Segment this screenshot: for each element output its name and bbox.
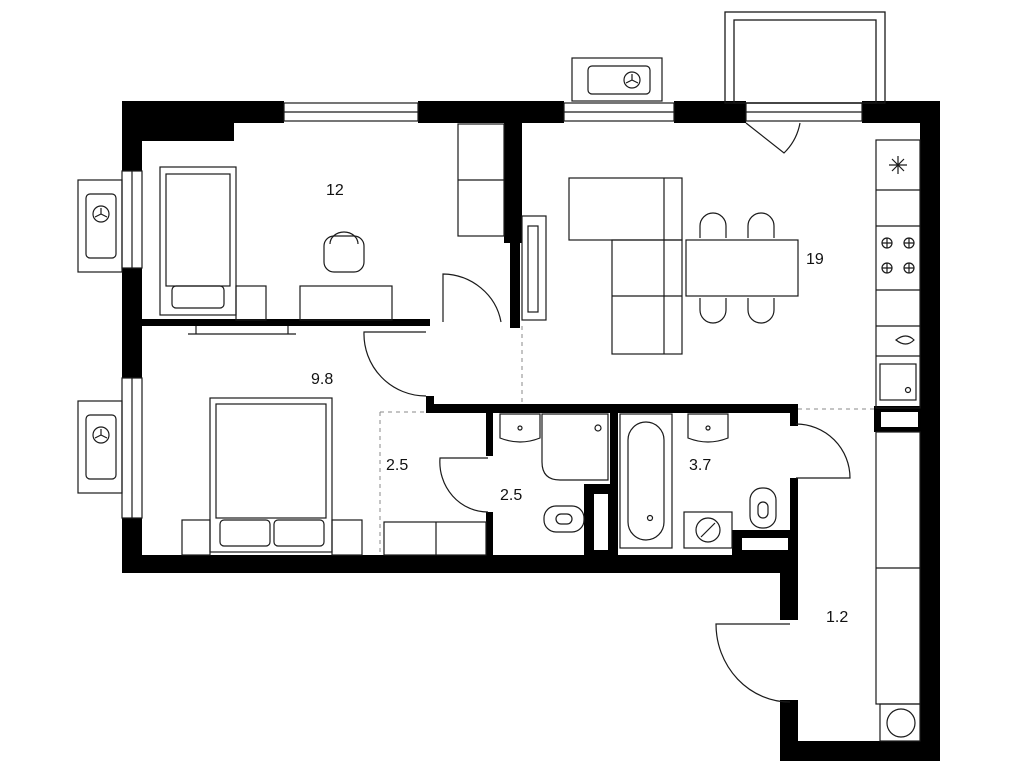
wall-top-mid2 [674, 101, 746, 123]
bedside-left [181, 519, 211, 556]
bedside-table [235, 285, 267, 321]
wall-cutouts [594, 412, 918, 550]
double-bed [209, 397, 333, 553]
dining-chairs [699, 212, 775, 324]
wall-partition-h [138, 319, 430, 326]
fan-icon [77, 179, 123, 273]
wall-hall-bottom [780, 741, 940, 761]
tv [521, 215, 547, 321]
sink-icon [879, 363, 917, 401]
door-icon [715, 623, 791, 703]
sofa [568, 177, 683, 355]
wall-right [920, 101, 940, 761]
area-label-wc: 2.5 [500, 487, 522, 504]
furniture [159, 123, 921, 742]
wall-wc-left-top [486, 404, 493, 456]
zone-lines [379, 326, 874, 555]
wall-hall-left [780, 555, 798, 620]
wardrobe-shelves [383, 521, 487, 556]
area-label-bedroom: 12 [326, 182, 344, 199]
wall-bottom [122, 555, 798, 573]
area-label-living-kitchen: 19 [806, 251, 824, 268]
shelf [188, 326, 296, 335]
area-label-bathroom: 3.7 [689, 457, 711, 474]
area-label-wardrobe: 2.5 [386, 457, 408, 474]
snowflake-icon [889, 156, 907, 174]
wall-left-b [122, 268, 142, 378]
boiler-icon [683, 511, 733, 549]
balcony [724, 11, 886, 104]
fan-icon [77, 400, 123, 494]
wall-wc-left-bot [486, 512, 493, 562]
single-bed [159, 166, 237, 316]
area-label-second-bedroom: 9.8 [311, 371, 333, 388]
dining-table [685, 239, 799, 297]
stove-icon [881, 237, 915, 274]
wall-wc-bath [610, 404, 618, 559]
washer-icon [879, 703, 921, 742]
wall-partition-v2 [510, 118, 520, 328]
kitchen-counter [875, 139, 921, 409]
area-labels: 12 19 9.8 2.5 2.5 3.7 1.2 [311, 182, 848, 626]
toilet-icon [749, 487, 777, 529]
bedside-right [331, 519, 363, 556]
wall-bath-right-bot [790, 478, 798, 558]
toilet-icon [543, 505, 585, 533]
bathtub-icon [619, 413, 673, 549]
door-icon [745, 122, 801, 154]
doors [363, 122, 851, 703]
wall-top-mid [418, 101, 564, 123]
desk [299, 285, 393, 321]
walls [122, 101, 940, 761]
fan-icon [571, 57, 663, 102]
sink-icon [687, 413, 729, 443]
door-icon [439, 457, 489, 513]
door-icon [795, 423, 851, 479]
sink-icon [499, 413, 541, 443]
door-icon [442, 273, 502, 323]
drop-icon [895, 335, 915, 345]
ac-units [77, 57, 663, 494]
wall-bath-right-top [790, 404, 798, 426]
shower-icon [541, 413, 609, 481]
chair-icon [323, 231, 365, 273]
area-label-hall: 1.2 [826, 609, 848, 626]
wall-bath-top-stub [426, 396, 434, 413]
wall-left-a [122, 101, 142, 171]
door-icon [363, 331, 427, 397]
